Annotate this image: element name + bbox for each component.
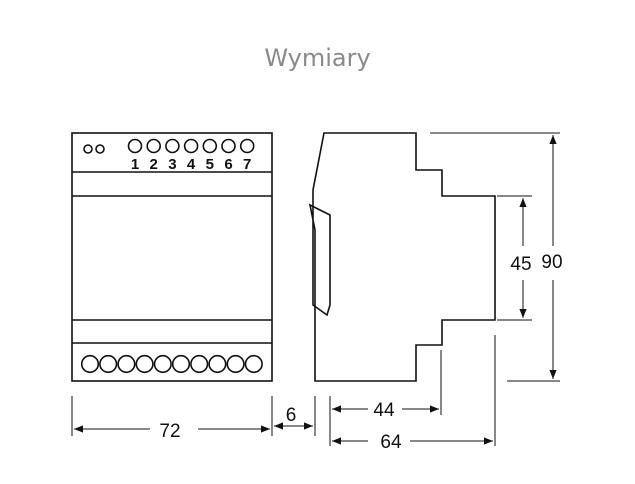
dim-depth-inner-label: 44 [373,400,395,421]
dimension-lines [74,135,557,445]
terminal-number-label: 6 [224,156,232,173]
top-terminal-screw [146,138,161,154]
bottom-terminal-screw [135,354,154,374]
top-terminal-screw [127,138,143,154]
bottom-terminal-screw [190,354,209,374]
top-terminal-screw [239,138,255,154]
bottom-terminal-screw [171,354,191,374]
dim-width-label: 72 [159,421,180,442]
led-indicator-2 [95,144,105,154]
bottom-terminal-screw [80,354,100,374]
front-housing-outline [71,132,273,382]
bottom-terminal-screw [208,354,227,374]
terminal-number-label: 2 [150,156,158,173]
dim-depth-total-label: 64 [380,432,402,453]
bottom-terminal-screw [226,354,245,374]
dim-height-inner-label: 45 [510,254,531,275]
bottom-terminal-screw [244,354,263,374]
top-terminal-row [127,138,255,154]
terminal-number-label: 1 [131,156,139,173]
top-terminal-screw [202,138,218,154]
side-view-outline [308,132,496,382]
terminal-number-label: 4 [187,156,196,173]
terminal-number-label: 7 [243,156,251,173]
extension-lines [71,132,560,446]
page-title: Wymiary [264,44,371,72]
terminal-number-label: 5 [206,156,214,173]
bottom-terminal-screw [153,354,172,374]
top-terminal-screw [183,138,199,154]
top-terminal-screw [165,138,180,154]
terminal-number-label: 3 [168,156,176,173]
led-indicator-1 [83,144,93,154]
dim-height-total-label: 90 [541,252,562,273]
bottom-terminal-screw [117,354,136,374]
bottom-terminal-screw [99,354,118,374]
dim-gap-label: 6 [286,405,297,426]
top-terminal-screw [221,138,236,154]
bottom-terminal-row [80,354,263,374]
front-view [71,132,273,382]
